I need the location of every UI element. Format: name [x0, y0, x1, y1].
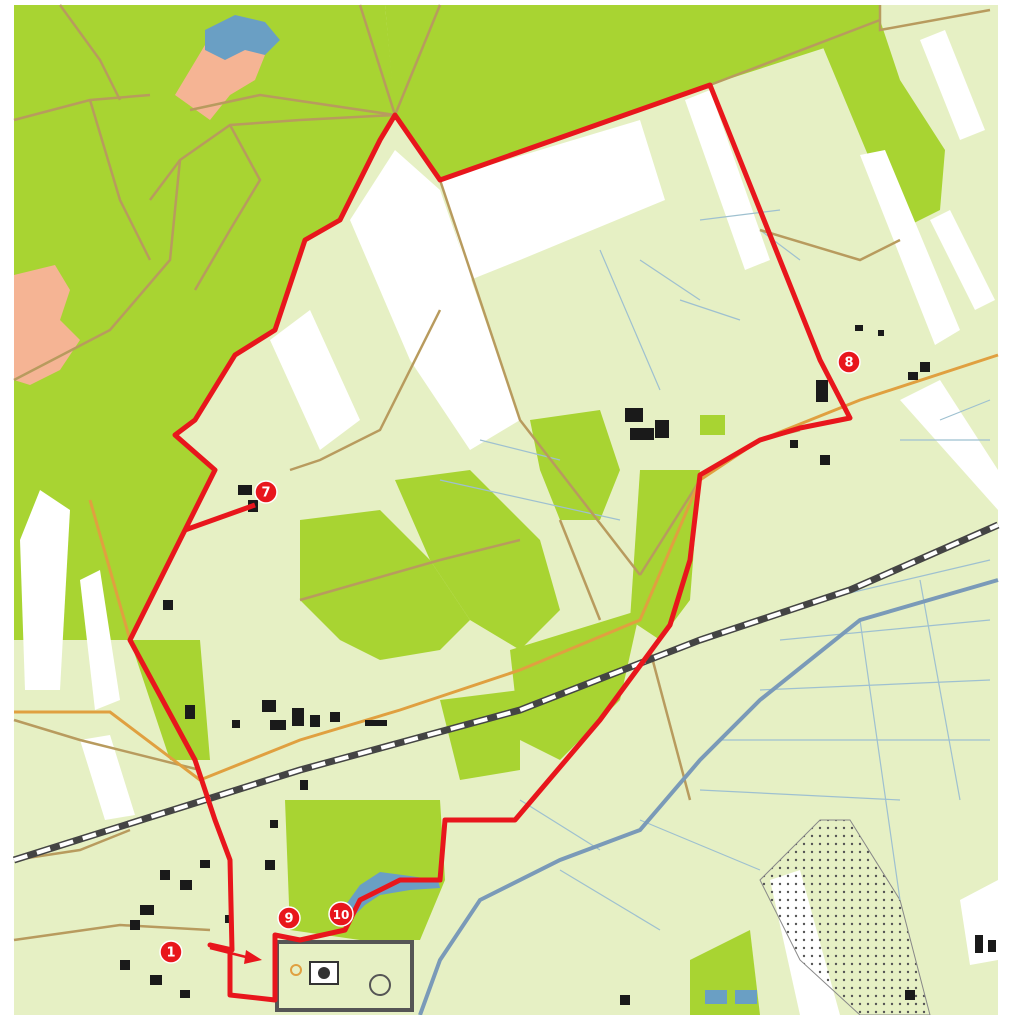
field-west	[270, 310, 360, 450]
field-east-strip-3	[920, 30, 985, 140]
forest-small-patch	[700, 415, 725, 435]
castle-estate	[275, 940, 414, 1012]
castle-moat	[342, 872, 440, 920]
reservoir-1	[705, 990, 727, 1004]
field-east-strip-2	[860, 150, 960, 345]
industrial-area	[759, 819, 931, 1015]
main-roads	[14, 353, 999, 782]
field-southwest	[80, 735, 135, 820]
reservoir-2	[735, 990, 757, 1004]
marker-9[interactable]: 9	[277, 906, 301, 930]
marker-10[interactable]: 10	[328, 901, 354, 927]
forest-castle	[285, 800, 445, 940]
marker-8-label: 8	[844, 356, 853, 371]
route-direction-arrow	[209, 946, 262, 964]
marker-1-label: 1	[166, 946, 175, 961]
forest-north	[385, 5, 880, 180]
field-east-strip-4	[930, 210, 995, 310]
buildings	[120, 325, 996, 1005]
forest-west-strip	[130, 640, 210, 760]
marker-7-label: 7	[261, 486, 270, 501]
marker-9-label: 9	[284, 912, 293, 927]
forest-center-2	[395, 470, 560, 650]
field-west-edge-2	[80, 570, 120, 710]
route-markers[interactable]: 1 7 8 9 10	[159, 350, 861, 964]
field-east-strip-1	[685, 90, 770, 270]
field-far-east	[900, 380, 998, 510]
marker-8[interactable]: 8	[837, 350, 861, 374]
marker-7[interactable]: 7	[254, 480, 278, 504]
field-center-north	[350, 150, 520, 450]
railway-line	[12, 521, 1000, 864]
heath-north	[175, 35, 265, 120]
field-west-edge-1	[20, 490, 70, 690]
ditches	[439, 209, 991, 931]
water-bodies	[205, 15, 757, 1004]
marker-10-label: 10	[333, 908, 350, 922]
marker-1[interactable]: 1	[159, 940, 183, 964]
forest-center-3	[530, 410, 620, 520]
field-northeast	[440, 120, 665, 280]
route-spur-7	[184, 502, 256, 533]
forest-east-strip	[630, 470, 700, 640]
canal	[418, 578, 999, 1015]
forest-northeast	[820, 20, 945, 230]
forest-center-1	[300, 510, 470, 660]
pond-north	[205, 15, 280, 60]
